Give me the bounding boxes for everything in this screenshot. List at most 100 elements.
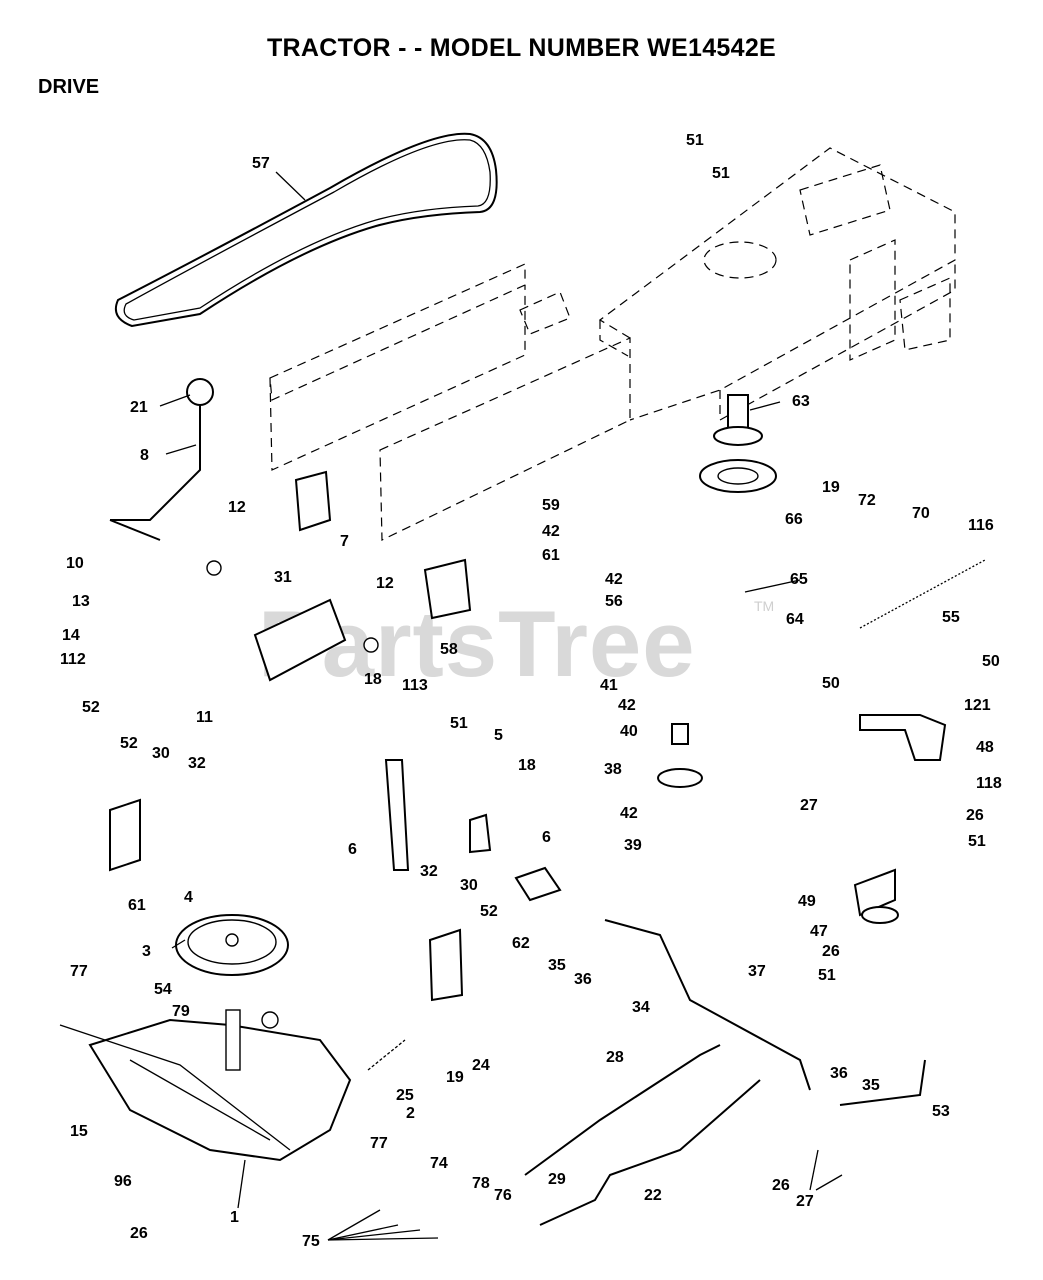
callout-label: 116 (968, 517, 994, 534)
rod-22 (539, 1079, 761, 1226)
callout-label: 6 (348, 841, 357, 858)
callout-label: 21 (130, 399, 148, 416)
bracket-5 (469, 813, 492, 854)
callout-label: 121 (964, 697, 991, 714)
transaxle-pulley (175, 914, 289, 976)
callout-label: 76 (494, 1187, 512, 1204)
callout-label: 27 (800, 797, 818, 814)
callout-label: 118 (976, 775, 1002, 792)
callout-label: 57 (252, 155, 270, 172)
callout-label: 5 (494, 727, 503, 744)
callout-label: 4 (184, 889, 193, 906)
callout-label: 25 (396, 1087, 414, 1104)
callout-label: 66 (785, 511, 803, 528)
shift-lever (109, 378, 214, 541)
bushing-62 (514, 866, 562, 902)
callout-label: 3 (142, 943, 151, 960)
callout-label: 42 (605, 571, 623, 588)
drive-belt (114, 132, 498, 328)
callout-label: 96 (114, 1173, 132, 1190)
callout-label: 51 (818, 967, 836, 984)
callout-label: 42 (542, 523, 560, 540)
callout-label: 26 (772, 1177, 790, 1194)
callout-label: 75 (302, 1233, 320, 1250)
callout-label: 31 (274, 569, 292, 586)
callout-label: 55 (942, 609, 960, 626)
callout-label: 61 (128, 897, 146, 914)
callout-labels: 57 51 51 63 19 72 70 116 21 8 12 10 31 7… (60, 132, 1002, 1250)
callout-label: 35 (862, 1077, 880, 1094)
callout-label: 26 (966, 807, 984, 824)
callout-label: 48 (976, 739, 994, 756)
bracket-30b (428, 928, 464, 1002)
callout-label: 8 (140, 447, 149, 464)
callout-label: 19 (822, 479, 840, 496)
callout-label: 24 (472, 1057, 490, 1074)
callout-label: 50 (982, 653, 1000, 670)
spring-55 (859, 559, 986, 629)
tractor-frame (269, 147, 956, 541)
callout-label: 19 (446, 1069, 464, 1086)
callout-label: 51 (450, 715, 468, 732)
callout-label: 36 (830, 1065, 848, 1082)
callout-label: 26 (822, 943, 840, 960)
callout-label: 47 (810, 923, 828, 940)
callout-label: 59 (542, 497, 560, 514)
callout-label: 62 (512, 935, 530, 952)
callout-label: 54 (154, 981, 172, 998)
callout-label: 22 (644, 1187, 662, 1204)
callout-label: 77 (70, 963, 88, 980)
bracket-113 (384, 759, 410, 871)
callout-label: 49 (798, 893, 816, 910)
callout-label: 50 (822, 675, 840, 692)
callout-label: 41 (600, 677, 618, 694)
callout-label: 42 (618, 697, 636, 714)
callout-label: 63 (792, 393, 810, 410)
pulley-47 (861, 906, 899, 924)
callout-label: 1 (230, 1209, 239, 1226)
callout-label: 11 (196, 709, 213, 726)
spring-25 (367, 1039, 406, 1071)
callout-label: 18 (518, 757, 536, 774)
washer-12b (363, 637, 379, 653)
callout-label: 52 (120, 735, 138, 752)
callout-label: 74 (430, 1155, 448, 1172)
callout-label: 58 (440, 641, 458, 658)
callout-label: 51 (686, 132, 704, 149)
callout-label: 34 (632, 999, 650, 1016)
callout-label: 18 (364, 671, 382, 688)
washer-12a (206, 560, 222, 576)
rod-28 (524, 1044, 721, 1176)
callout-label: 56 (605, 593, 623, 610)
callout-label: 77 (370, 1135, 388, 1152)
callout-label: 37 (748, 963, 766, 980)
callout-label: 30 (152, 745, 170, 762)
callout-label: 65 (790, 571, 808, 588)
callout-label: 42 (620, 805, 638, 822)
callout-label: 28 (606, 1049, 624, 1066)
callout-label: 32 (420, 863, 438, 880)
callout-label: 72 (858, 492, 876, 509)
spacer-40 (671, 723, 689, 745)
callout-label: 51 (968, 833, 986, 850)
callout-label: 12 (376, 575, 394, 592)
callout-label: 14 (62, 627, 80, 644)
section-heading: DRIVE (38, 76, 100, 98)
callout-label: 15 (70, 1123, 88, 1140)
callout-label: 51 (712, 165, 730, 182)
callout-label: 13 (72, 593, 90, 610)
pulley-38 (657, 768, 703, 788)
bracket-49 (853, 868, 896, 917)
callout-label: 30 (460, 877, 478, 894)
callout-label: 10 (66, 555, 84, 572)
callout-label: 38 (604, 761, 622, 778)
callout-label: 70 (912, 505, 930, 522)
callout-label: 6 (542, 829, 551, 846)
callout-label: 12 (228, 499, 246, 516)
bracket-30a (109, 798, 141, 872)
callout-label: 35 (548, 957, 566, 974)
callout-label: 36 (574, 971, 592, 988)
callout-label: 32 (188, 755, 206, 772)
leader-lines (159, 171, 843, 1241)
